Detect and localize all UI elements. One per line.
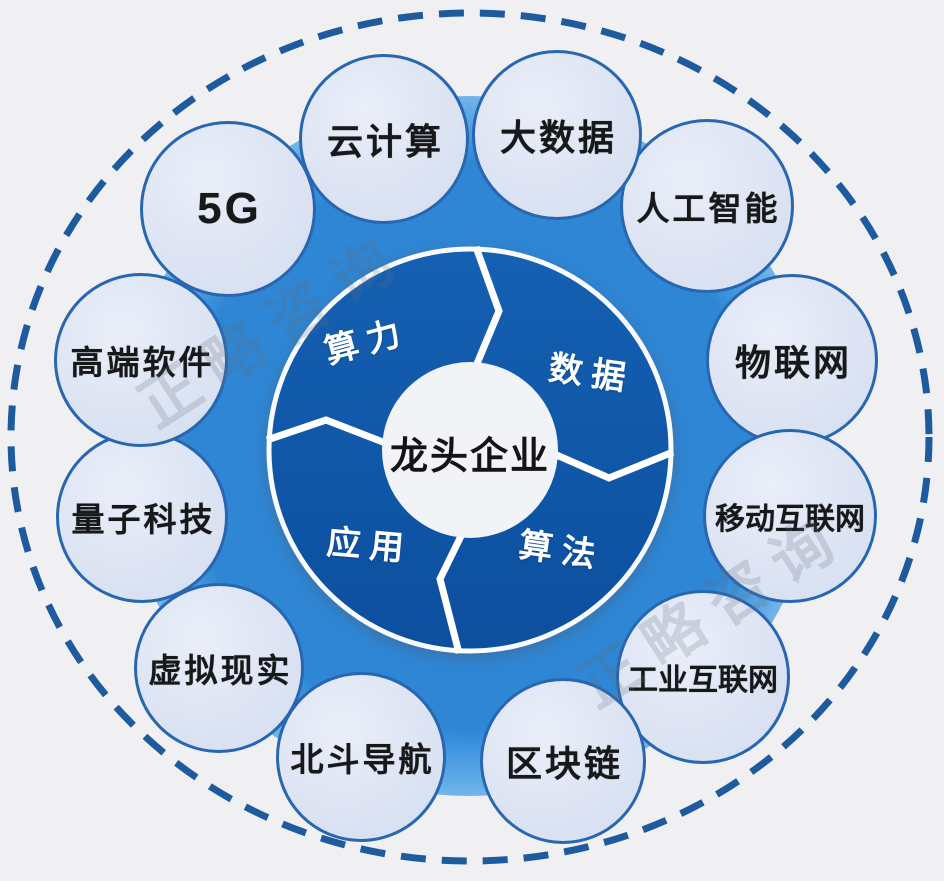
- satellite-label: 区块链: [505, 744, 623, 784]
- satellite-label: 物联网: [734, 343, 852, 383]
- satellite-label: 北斗导航: [290, 743, 435, 779]
- satellite-label: 高端软件: [70, 346, 215, 382]
- satellite-5g: 5G: [140, 121, 316, 297]
- satellite-big-data: 大数据: [472, 50, 642, 220]
- satellite-blockchain: 区块链: [480, 678, 646, 844]
- satellite-internet-of-things: 物联网: [706, 274, 878, 446]
- divider-left: [265, 416, 390, 448]
- satellite-label: 量子科技: [71, 503, 216, 539]
- satellite-quantum-technology: 量子科技: [56, 431, 228, 603]
- satellite-label: 5G: [197, 184, 262, 233]
- hub-center-circle: [382, 362, 558, 538]
- satellite-high-end-software: 高端软件: [54, 273, 228, 447]
- satellite-label: 大数据: [499, 118, 617, 158]
- satellite-label: 人工智能: [636, 192, 781, 228]
- satellite-label: 虚拟现实: [148, 654, 293, 690]
- satellite-virtual-reality: 虚拟现实: [134, 583, 304, 753]
- divider-top: [472, 245, 503, 368]
- satellite-cloud-computing: 云计算: [299, 54, 469, 224]
- satellite-mobile-internet: 移动互联网: [703, 429, 877, 603]
- satellite-label: 移动互联网: [715, 503, 865, 536]
- satellite-beidou-navigation: 北斗导航: [276, 672, 446, 842]
- divider-bottom: [436, 530, 467, 654]
- satellite-artificial-intelligence: 人工智能: [620, 119, 794, 293]
- satellite-label: 云计算: [326, 122, 444, 162]
- satellite-industrial-internet: 工业互联网: [616, 590, 790, 764]
- satellite-label: 工业互联网: [628, 664, 778, 697]
- segment-dividers: [265, 245, 675, 654]
- divider-right: [550, 448, 675, 482]
